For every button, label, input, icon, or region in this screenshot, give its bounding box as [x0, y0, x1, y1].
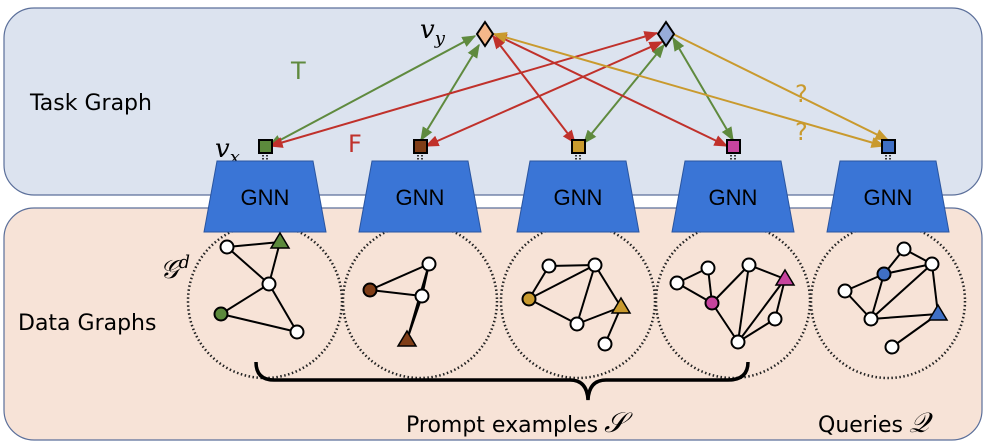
task-graph-edges — [267, 31, 890, 148]
graph-node — [741, 257, 757, 273]
graph-node — [837, 283, 853, 299]
encoder-ex3: GNN — [499, 139, 657, 380]
gnn-label: GNN — [241, 185, 290, 210]
graph-edge — [870, 263, 933, 320]
graph-node-source — [521, 291, 537, 307]
data-graph-boundary — [499, 222, 657, 380]
graph-node-source — [213, 306, 229, 322]
edge-query-vy1-q — [492, 32, 886, 148]
gnn-encoder — [671, 160, 795, 233]
graph-node — [289, 324, 305, 340]
true-edge-label: T — [290, 57, 306, 85]
edge-query-vy2-q — [672, 33, 890, 141]
graph-node-target — [269, 231, 291, 249]
gnn-encoder — [516, 160, 640, 233]
graph-node — [219, 239, 235, 255]
graph-node — [896, 241, 912, 257]
graph-node — [669, 275, 685, 291]
gnn-label: GNN — [864, 185, 913, 210]
graph-edge — [369, 289, 423, 297]
graph-edge — [737, 264, 750, 343]
graph-node — [700, 260, 716, 276]
graph-node-source — [876, 266, 892, 282]
graph-node-source — [362, 282, 378, 298]
graph-edge — [594, 264, 622, 308]
graph-node — [261, 276, 277, 292]
gnn-label: GNN — [396, 185, 445, 210]
label-node-vy2 — [656, 20, 676, 48]
task-node-ex2 — [413, 139, 428, 154]
encoder-ex1: GNN — [186, 139, 344, 380]
vx-label: vx — [215, 134, 240, 168]
graph-edge — [528, 264, 596, 300]
gnn-label: GNN — [554, 185, 603, 210]
query-edge-label-1: ? — [795, 80, 808, 108]
graph-node — [414, 288, 430, 304]
graph-edge — [870, 313, 939, 320]
graph-node-target — [774, 268, 796, 286]
graph-node-target — [610, 296, 632, 314]
gnn-encoder — [203, 160, 327, 233]
label-node-vy1 — [475, 20, 495, 48]
gnn-encoder — [826, 160, 950, 233]
graph-node — [730, 334, 746, 350]
query-edge-label-2: ? — [795, 118, 808, 146]
task-node-ex4 — [726, 139, 741, 154]
graph-edge — [220, 283, 270, 315]
vy-label: vy — [420, 15, 446, 49]
data-graph-boundary — [341, 222, 499, 380]
graph-edge — [268, 283, 298, 333]
false-edge-label: F — [348, 130, 362, 158]
graph-node — [767, 311, 783, 327]
graph-node — [569, 316, 585, 332]
graph-edge — [226, 241, 281, 248]
graph-edge — [576, 264, 596, 325]
graph-edge — [870, 273, 885, 320]
graph-node — [597, 336, 613, 352]
gnn-label: GNN — [709, 185, 758, 210]
graph-edge — [220, 313, 298, 333]
graph-edge — [883, 263, 933, 275]
data-graph-boundary — [809, 222, 967, 380]
graph-edge — [226, 246, 270, 285]
graph-edge — [406, 295, 423, 341]
task-graph-label: Task Graph — [29, 91, 152, 116]
task-node-ex1 — [258, 139, 273, 154]
task-node-ex3 — [571, 139, 586, 154]
encoder-q1: GNN — [809, 139, 967, 380]
graph-edge — [711, 264, 750, 304]
graph-edge — [369, 263, 430, 291]
graph-edge — [528, 298, 578, 325]
graph-node — [924, 256, 940, 272]
gnn-encoder — [358, 160, 482, 233]
graph-node-target — [396, 329, 418, 347]
graph-node — [421, 256, 437, 272]
encoder-ex4: GNN — [654, 139, 812, 380]
graph-edge — [548, 264, 596, 267]
graph-edge — [737, 278, 786, 343]
graph-node-target — [927, 303, 949, 321]
gd-label: 𝒢d — [160, 252, 190, 285]
prompt-examples-brace — [254, 361, 750, 401]
task-node-q1 — [881, 139, 896, 154]
data-graphs-label: Data Graphs — [18, 311, 156, 336]
encoder-ex2: GNN — [341, 139, 499, 380]
graph-edge — [711, 302, 739, 343]
graph-node — [884, 339, 900, 355]
graph-node — [587, 257, 603, 273]
graph-node — [863, 311, 879, 327]
graph-node — [541, 258, 557, 274]
graph-node-source — [704, 295, 720, 311]
